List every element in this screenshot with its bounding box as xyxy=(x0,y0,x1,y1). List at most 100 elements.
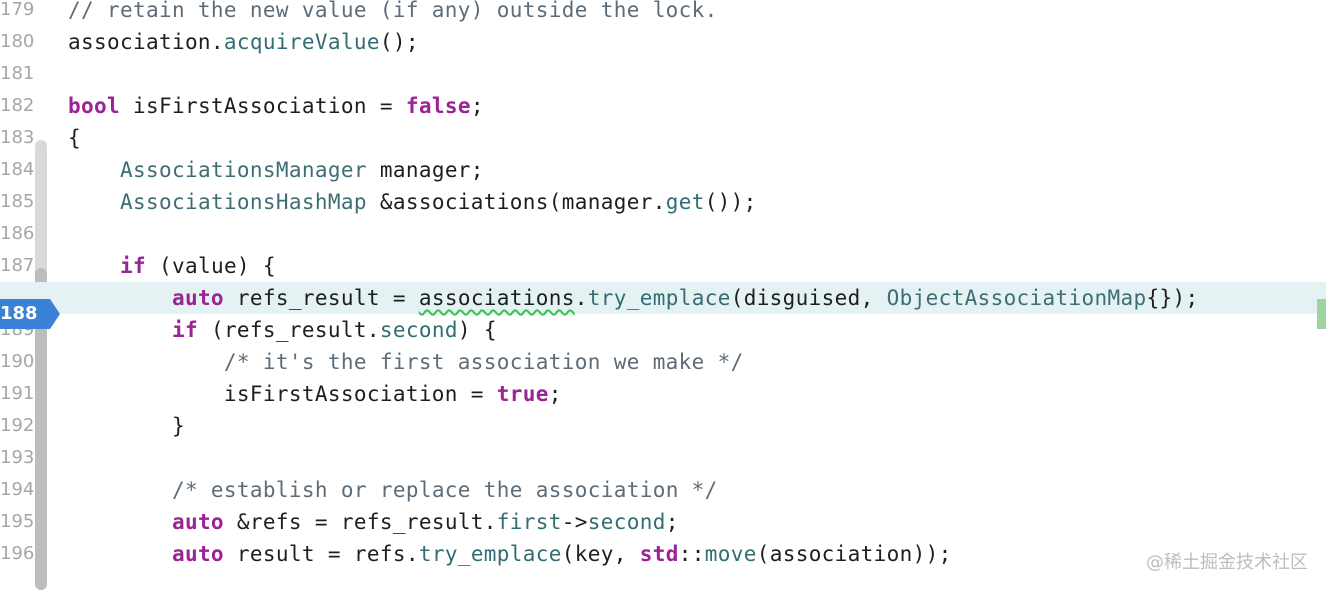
code-line[interactable]: 186 xyxy=(0,218,1326,250)
code-token: manager; xyxy=(366,158,484,182)
code-line[interactable]: 183 { xyxy=(0,122,1326,154)
line-number: 187 xyxy=(0,255,35,276)
code-line[interactable]: 185 AssociationsHashMap &associations(ma… xyxy=(0,186,1326,218)
line-number: 192 xyxy=(0,415,35,436)
code-token: {}); xyxy=(1146,286,1199,310)
code-token: if xyxy=(119,254,146,278)
code-token: associations xyxy=(418,286,575,310)
code-token xyxy=(68,542,172,566)
fold-ribbon-scope-if-result[interactable] xyxy=(35,332,47,456)
code-token: ObjectAssociationMap xyxy=(886,286,1147,310)
code-text[interactable]: AssociationsHashMap &associations(manage… xyxy=(68,186,757,218)
code-token xyxy=(68,510,172,534)
line-number: 183 xyxy=(0,127,35,148)
code-token: } xyxy=(68,414,185,438)
code-token xyxy=(68,158,120,182)
code-text[interactable]: AssociationsManager manager; xyxy=(68,154,484,186)
code-token: (disguised, xyxy=(730,286,887,310)
code-line[interactable]: 184 AssociationsManager manager; xyxy=(0,154,1326,186)
code-token: false xyxy=(405,94,471,118)
code-line[interactable]: 195 auto &refs = refs_result.first->seco… xyxy=(0,506,1326,538)
code-text[interactable]: } xyxy=(68,410,185,442)
line-number: 196 xyxy=(0,543,35,564)
code-token: isFirstAssociation = xyxy=(68,382,497,406)
code-token xyxy=(68,254,120,278)
code-line[interactable]: 191 isFirstAssociation = true; xyxy=(0,378,1326,410)
source-change-indicator xyxy=(1317,299,1326,329)
code-text[interactable]: association.acquireValue(); xyxy=(68,26,419,58)
code-token: ) { xyxy=(457,318,497,342)
code-token: -> xyxy=(561,510,588,534)
code-text[interactable]: { xyxy=(68,122,81,154)
code-token: AssociationsManager xyxy=(119,158,367,182)
code-token: if xyxy=(171,318,198,342)
code-text[interactable]: if (value) { xyxy=(68,250,276,282)
code-line[interactable]: 181 xyxy=(0,58,1326,90)
code-text[interactable]: /* it's the first association we make */ xyxy=(68,346,744,378)
code-token: (key, xyxy=(561,542,640,566)
code-token: acquireValue xyxy=(223,30,380,54)
code-text[interactable]: isFirstAssociation = true; xyxy=(68,378,562,410)
line-number: 184 xyxy=(0,159,35,180)
code-line[interactable]: 192 } xyxy=(0,410,1326,442)
line-number: 179 xyxy=(0,0,35,20)
code-token: &associations(manager. xyxy=(366,190,666,214)
code-token xyxy=(68,318,172,342)
code-line[interactable]: 193 xyxy=(0,442,1326,474)
line-number: 191 xyxy=(0,383,35,404)
code-token: bool xyxy=(68,94,120,118)
code-text[interactable]: auto &refs = refs_result.first->second; xyxy=(68,506,679,538)
code-token: (); xyxy=(379,30,419,54)
code-token: (value) { xyxy=(145,254,276,278)
code-token: . xyxy=(574,286,588,310)
line-number: 194 xyxy=(0,479,35,500)
code-token xyxy=(68,286,172,310)
code-token: association. xyxy=(68,30,224,54)
line-number: 193 xyxy=(0,447,35,468)
code-text[interactable]: // retain the new value (if any) outside… xyxy=(68,0,718,26)
code-token xyxy=(68,350,224,374)
code-line[interactable]: 189 if (refs_result.second) { xyxy=(0,314,1326,346)
code-token: ; xyxy=(548,382,562,406)
code-token: try_emplace xyxy=(418,542,562,566)
line-number: 195 xyxy=(0,511,35,532)
line-number: 181 xyxy=(0,63,35,84)
code-token: second xyxy=(587,510,666,534)
code-line[interactable]: 179 // retain the new value (if any) outs… xyxy=(0,0,1326,26)
code-token xyxy=(68,478,172,502)
instruction-pointer-marker[interactable] xyxy=(0,299,60,329)
line-number: 182 xyxy=(0,95,35,116)
code-token: /* establish or replace the association … xyxy=(171,478,718,502)
code-token: /* it's the first association we make */ xyxy=(223,350,744,374)
code-token: true xyxy=(496,382,549,406)
code-token: ; xyxy=(665,510,679,534)
code-text[interactable]: /* establish or replace the association … xyxy=(68,474,718,506)
code-text[interactable]: bool isFirstAssociation = false; xyxy=(68,90,484,122)
code-token xyxy=(68,190,120,214)
code-token: AssociationsHashMap xyxy=(119,190,367,214)
code-token: refs_result = xyxy=(223,286,419,310)
code-line[interactable]: 196 auto result = refs.try_emplace(key, … xyxy=(0,538,1326,570)
code-line-current[interactable]: 188 auto refs_result = associations.try_… xyxy=(0,282,1326,314)
code-token: (association)); xyxy=(756,542,952,566)
code-token: move xyxy=(704,542,757,566)
current-line-number: 188 xyxy=(0,303,38,324)
code-token: { xyxy=(68,126,81,150)
line-number: 190 xyxy=(0,351,35,372)
watermark: @稀土掘金技术社区 xyxy=(1146,552,1308,573)
code-token: get xyxy=(665,190,705,214)
code-line[interactable]: 190 /* it's the first association we mak… xyxy=(0,346,1326,378)
code-text[interactable]: auto refs_result = associations.try_empl… xyxy=(68,282,1198,314)
code-text[interactable]: if (refs_result.second) { xyxy=(68,314,497,346)
code-line[interactable]: 194 /* establish or replace the associat… xyxy=(0,474,1326,506)
code-line[interactable]: 182 bool isFirstAssociation = false; xyxy=(0,90,1326,122)
code-text[interactable]: auto result = refs.try_emplace(key, std:… xyxy=(68,538,952,570)
line-number: 185 xyxy=(0,191,35,212)
code-token: std xyxy=(639,542,679,566)
code-token: second xyxy=(379,318,458,342)
code-token: :: xyxy=(678,542,705,566)
code-token: // retain the new value (if any) outside… xyxy=(68,0,718,22)
code-line[interactable]: 187 if (value) { xyxy=(0,250,1326,282)
